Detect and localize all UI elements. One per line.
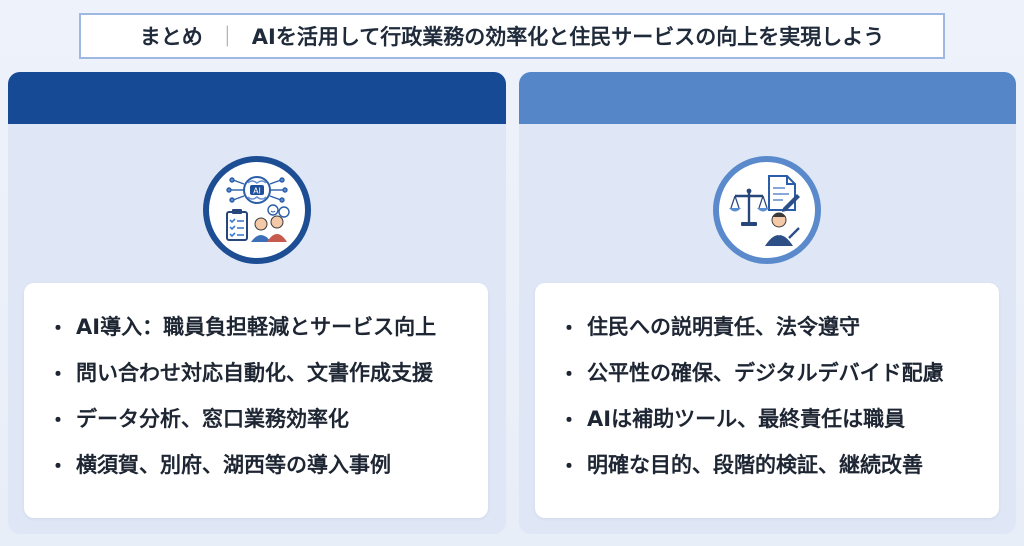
- left-panel: AI: [8, 72, 506, 534]
- bullet-dot: ・: [559, 407, 579, 432]
- summary-title-bar: まとめ ｜ AIを活用して行政業務の効率化と住民サービスの向上を実現しよう: [79, 13, 945, 59]
- bullet-dot: ・: [48, 453, 68, 478]
- list-item: ・ 問い合わせ対応自動化、文書作成支援: [48, 349, 488, 395]
- list-item: ・ AIは補助ツール、最終責任は職員: [559, 395, 999, 441]
- right-panel-header: [519, 72, 1016, 124]
- list-item-label: AI導入：職員負担軽減とサービス向上: [76, 315, 437, 339]
- list-item: ・ 明確な目的、段階的検証、継続改善: [559, 441, 999, 487]
- right-points-card: ・ 住民への説明責任、法令遵守 ・ 公平性の確保、デジタルデバイド配慮 ・ AI…: [535, 283, 999, 518]
- bullet-dot: ・: [559, 361, 579, 386]
- list-item: ・ 公平性の確保、デジタルデバイド配慮: [559, 349, 999, 395]
- list-item: ・ 横須賀、別府、湖西等の導入事例: [48, 441, 488, 487]
- summary-title: AIを活用して行政業務の効率化と住民サービスの向上を実現しよう: [251, 25, 885, 49]
- list-item-label: 公平性の確保、デジタルデバイド配慮: [587, 361, 944, 385]
- list-item: ・ データ分析、窓口業務効率化: [48, 395, 488, 441]
- list-item: ・ AI導入：職員負担軽減とサービス向上: [48, 303, 488, 349]
- justice-scale-document-icon: [713, 156, 821, 264]
- list-item-label: 住民への説明責任、法令遵守: [587, 315, 860, 339]
- title-separator: ｜: [216, 25, 238, 49]
- bullet-dot: ・: [48, 315, 68, 340]
- list-item: ・ 住民への説明責任、法令遵守: [559, 303, 999, 349]
- list-item-label: データ分析、窓口業務効率化: [76, 407, 349, 431]
- list-item-label: 問い合わせ対応自動化、文書作成支援: [76, 361, 433, 385]
- bullet-dot: ・: [48, 361, 68, 386]
- list-item-label: 横須賀、別府、湖西等の導入事例: [76, 453, 391, 477]
- list-item-label: AIは補助ツール、最終責任は職員: [587, 407, 906, 431]
- summary-label: まとめ: [139, 25, 203, 49]
- bullet-dot: ・: [559, 315, 579, 340]
- right-panel: ・ 住民への説明責任、法令遵守 ・ 公平性の確保、デジタルデバイド配慮 ・ AI…: [519, 72, 1016, 534]
- svg-text:AI: AI: [253, 187, 261, 196]
- bullet-dot: ・: [48, 407, 68, 432]
- left-points-card: ・ AI導入：職員負担軽減とサービス向上 ・ 問い合わせ対応自動化、文書作成支援…: [24, 283, 488, 518]
- list-item-label: 明確な目的、段階的検証、継続改善: [587, 453, 923, 477]
- left-panel-header: [8, 72, 506, 124]
- ai-brain-staff-icon: AI: [203, 156, 311, 264]
- bullet-dot: ・: [559, 453, 579, 478]
